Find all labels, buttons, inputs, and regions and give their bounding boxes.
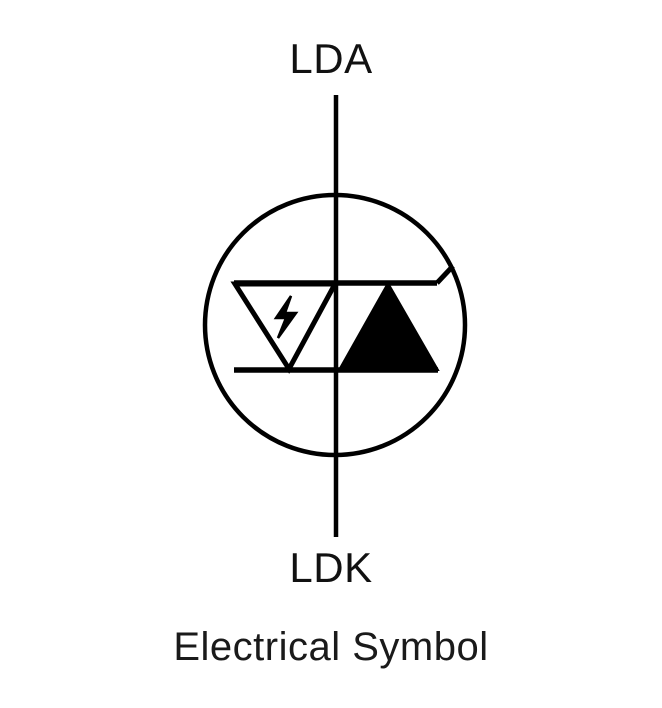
diagonal-stub-line [435, 264, 455, 285]
triangle-down-outline [230, 281, 340, 374]
lightning-bolt-icon [273, 295, 299, 339]
terminal-label-anode: LDA [289, 35, 373, 82]
terminal-label-cathode: LDK [289, 544, 373, 591]
triangle-up-filled [337, 280, 440, 371]
figure-caption: Electrical Symbol [173, 625, 489, 669]
circle-outline [202, 192, 468, 458]
